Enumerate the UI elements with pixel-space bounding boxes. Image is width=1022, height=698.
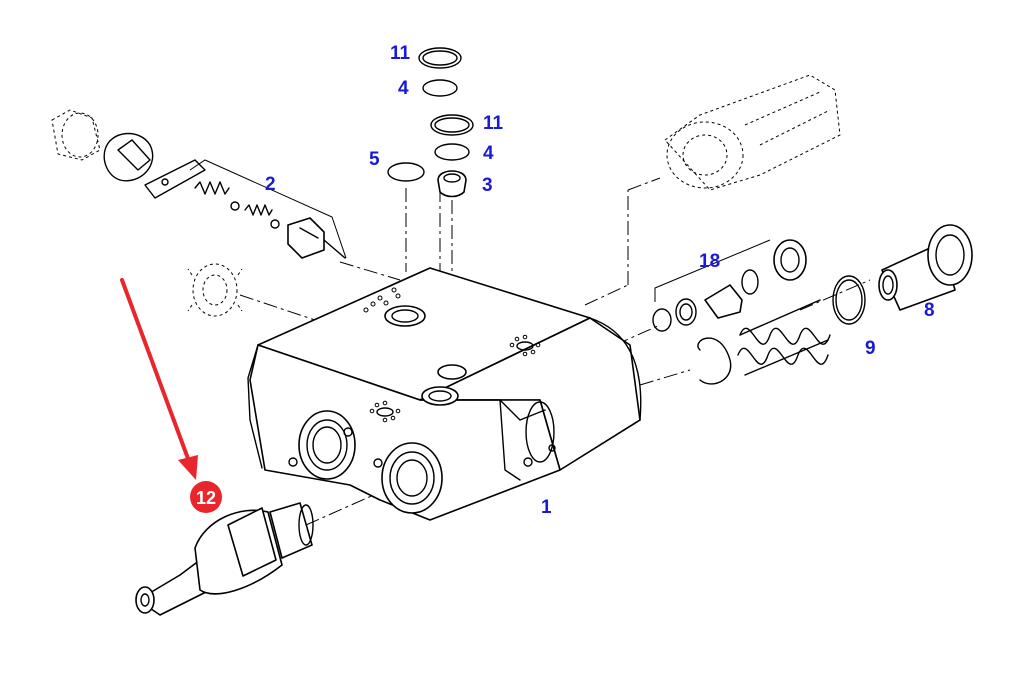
valve-body [247,267,642,521]
o-ring-11-top [418,47,462,69]
label-8: 8 [924,300,935,321]
badge-12: 12 [190,481,222,513]
part-18-group [652,239,807,332]
label-11-top: 11 [390,43,411,64]
label-9: 9 [865,338,876,359]
label-4-top: 4 [398,78,409,99]
bolt-pattern [363,287,541,423]
cartridge-12 [135,502,314,616]
o-ring-11-mid [430,114,474,136]
label-18: 18 [699,251,720,272]
top-seal-stack [387,47,474,198]
badge-12-text: 12 [196,488,216,508]
ghost-sprocket [187,263,243,317]
label-11-mid: 11 [483,113,504,134]
spring-2 [194,181,273,216]
valve-insert-3 [437,170,467,198]
spring-large [697,299,831,385]
label-5: 5 [369,149,380,170]
label-1: 1 [541,497,552,518]
label-2: 2 [265,174,276,195]
o-ring-4-mid [434,143,470,161]
o-ring-9 [832,275,866,325]
label-3: 3 [482,175,493,196]
part-2-assembly [51,109,347,259]
callout-arrow [120,278,198,480]
part-labels: 11 4 11 4 5 3 2 18 8 9 1 [265,43,935,518]
o-ring-4-top [422,79,458,97]
o-ring-5 [387,162,425,182]
plug-8 [878,224,973,311]
ghost-housing [664,74,841,191]
label-4-mid: 4 [483,143,494,164]
